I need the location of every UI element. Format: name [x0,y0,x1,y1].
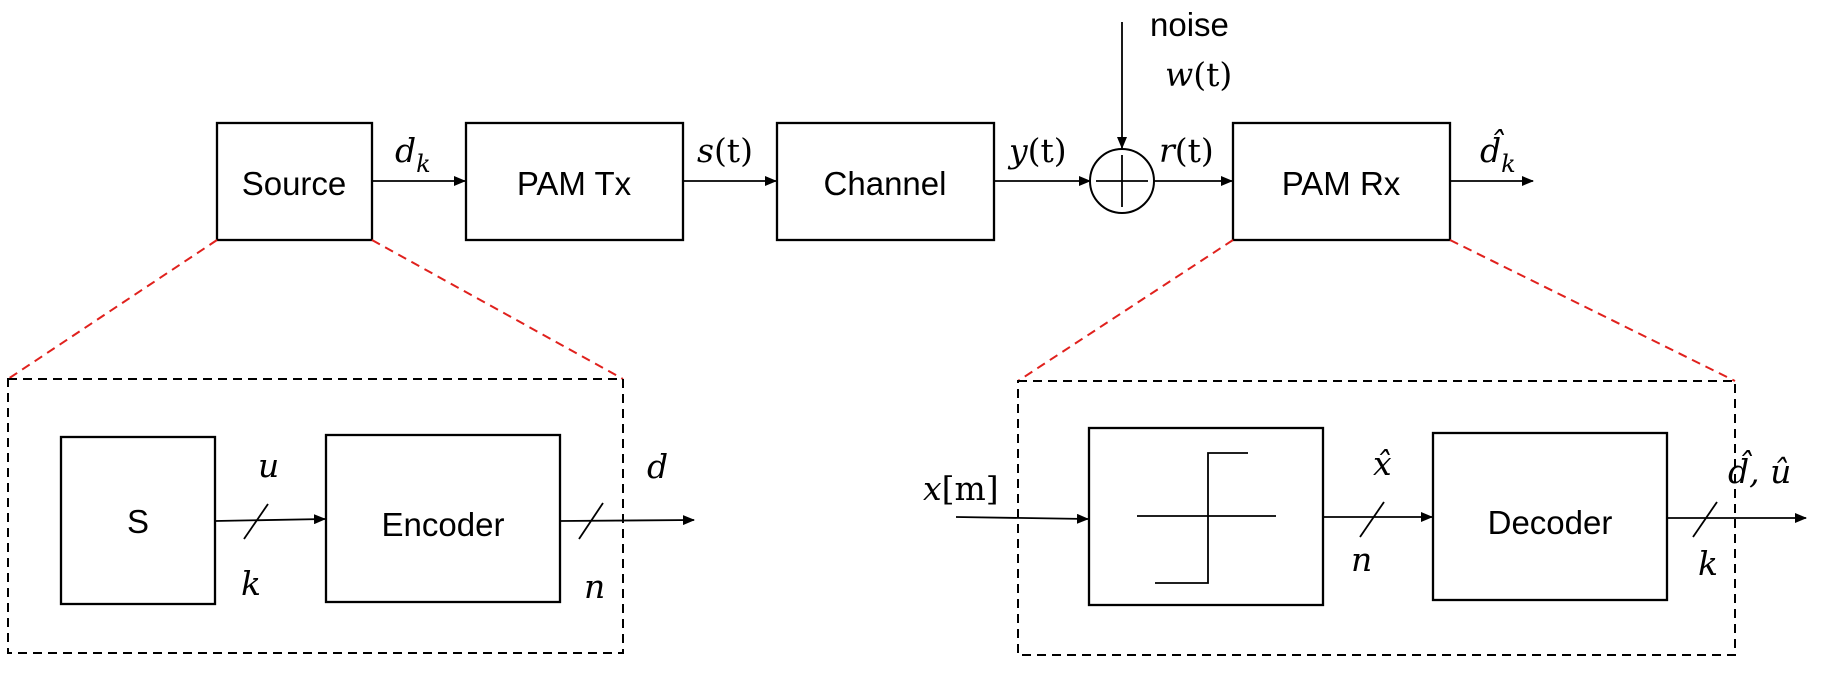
bus-slash-n-decoder [1359,501,1385,538]
encoder-detail-frame [7,378,624,654]
signal-d-k: dk [395,131,431,178]
arrow-input-to-quantizer [955,513,1089,524]
s-block-label: S [127,503,149,540]
decoder-block [1431,431,1669,602]
encoder-block [324,433,562,604]
encoder-label: Encoder [382,506,505,543]
input-x-m: x[m] [923,469,999,508]
decoder-label: Decoder [1488,504,1613,541]
zoom-line-rx-right [1449,239,1736,382]
s-block [59,435,217,606]
pam-rx-block [1231,121,1452,242]
dhat-uhat-label: d̂, û [1728,449,1791,491]
u-label: u [258,446,279,485]
signal-y-t: y(t) [1007,131,1067,170]
source-block [215,121,374,242]
summing-junction [1089,148,1155,214]
arrow-s-to-encoder [214,514,326,525]
zoom-line-source-left [7,239,218,380]
bus-slash-n [578,502,604,540]
zoom-line-rx-left [1017,239,1234,382]
zoom-line-source-right [371,239,624,380]
pam-tx-block [464,121,685,242]
k-label-encoder: k [241,564,261,603]
xhat-label: x̂ [1373,444,1392,483]
source-label: Source [242,165,347,202]
noise-label: noise [1150,6,1229,43]
pam-tx-label: PAM Tx [517,165,632,202]
bus-slash-k [243,503,269,540]
signal-dhat-k: d̂k [1480,128,1516,178]
channel-block [775,121,996,242]
n-label-decoder: n [1351,540,1372,579]
signal-r-t: r(t) [1159,131,1214,170]
pam-rx-label: PAM Rx [1282,165,1401,202]
arrow-encoder-output [559,515,695,526]
n-label-encoder: n [584,567,605,606]
d-label: d [647,447,668,486]
quantizer-staircase-icon [1137,452,1276,584]
bus-slash-k-decoder [1692,501,1718,538]
noise-signal-w-t: w(t) [1165,55,1232,94]
signal-s-t: s(t) [697,131,753,170]
channel-label: Channel [824,165,947,202]
k-label-decoder: k [1698,544,1718,583]
